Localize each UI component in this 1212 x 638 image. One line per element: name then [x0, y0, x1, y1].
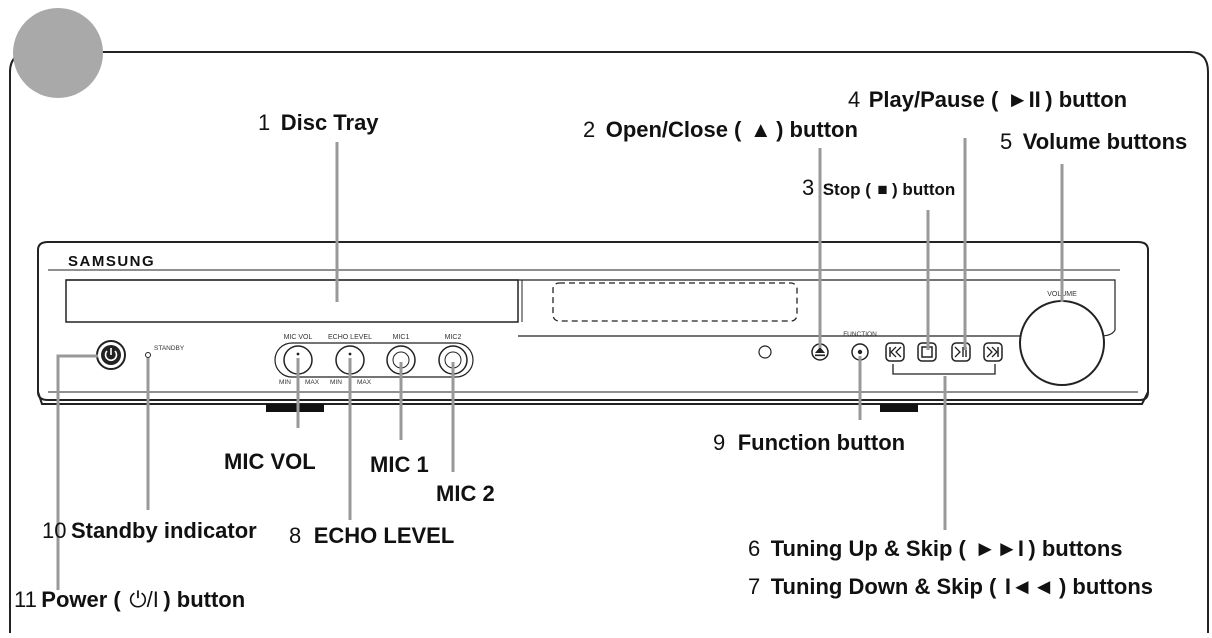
mic-panel [274, 342, 474, 378]
callout-tuning-down: 7 Tuning Down & Skip ( I◄◄ ) buttons [748, 574, 1153, 599]
mic-vol-min-label: MIN [279, 379, 291, 386]
volume-knob[interactable] [1019, 300, 1105, 386]
display-window [552, 282, 798, 322]
tuning-up-button[interactable] [983, 342, 1003, 362]
callout-function: 9 Function button [713, 430, 905, 455]
callout-power: 11 Power ( ⏻/I ) button [14, 587, 245, 612]
foot-left [266, 404, 324, 412]
stop-button[interactable] [917, 342, 937, 362]
callout-mic-vol: MIC VOL [224, 449, 316, 474]
eject-icon [815, 347, 825, 357]
callout-mic1: MIC 1 [370, 452, 429, 477]
function-button[interactable] [851, 343, 869, 361]
callout-tuning-up: 6 Tuning Up & Skip ( ►►I ) buttons [748, 536, 1123, 561]
callout-open-close: 2 Open/Close ( ▲ ) button [583, 117, 858, 142]
standby-label: STANDBY [154, 345, 185, 352]
callout-volume: 5 Volume buttons [1000, 129, 1187, 154]
remote-sensor [758, 345, 772, 359]
skip-forward-icon [986, 346, 999, 358]
mic-vol-knob-label: MIC VOL [284, 334, 313, 341]
skip-back-icon [889, 346, 902, 358]
callout-mic2: MIC 2 [436, 481, 495, 506]
callout-echo-level: 8 ECHO LEVEL [289, 523, 454, 548]
brand-logo: SAMSUNG [68, 253, 155, 270]
power-icon [104, 348, 118, 362]
mic1-jack[interactable] [386, 345, 416, 375]
leader-lines [56, 138, 1064, 590]
function-label: FUNCTION [843, 331, 877, 338]
callout-disc-tray: 1 Disc Tray [258, 110, 379, 135]
callout-play-pause: 4 Play/Pause ( ►II ) button [848, 87, 1127, 112]
section-marker-circle [13, 8, 103, 98]
mic1-jack-label: MIC1 [393, 334, 410, 341]
callout-standby: 10 Standby indicator [42, 518, 257, 543]
disc-tray[interactable] [65, 279, 519, 323]
standby-indicator [145, 352, 151, 358]
play-pause-button[interactable] [951, 342, 971, 362]
mic-vol-max-label: MAX [305, 379, 320, 386]
echo-min-label: MIN [330, 379, 342, 386]
device-body: SAMSUNG STANDBY MIC VOL ECHO LEVEL [37, 241, 1149, 412]
mic2-jack-label: MIC2 [445, 334, 462, 341]
echo-level-knob-label: ECHO LEVEL [328, 334, 372, 341]
foot-right [880, 404, 918, 412]
outer-frame [9, 51, 1209, 633]
tuning-down-button[interactable] [885, 342, 905, 362]
callout-labels: 1 Disc Tray 2 Open/Close ( ▲ ) button 3 … [14, 87, 1187, 612]
echo-max-label: MAX [357, 379, 372, 386]
callout-stop: 3 Stop ( ■ ) button [802, 175, 955, 200]
power-button[interactable] [96, 340, 126, 370]
